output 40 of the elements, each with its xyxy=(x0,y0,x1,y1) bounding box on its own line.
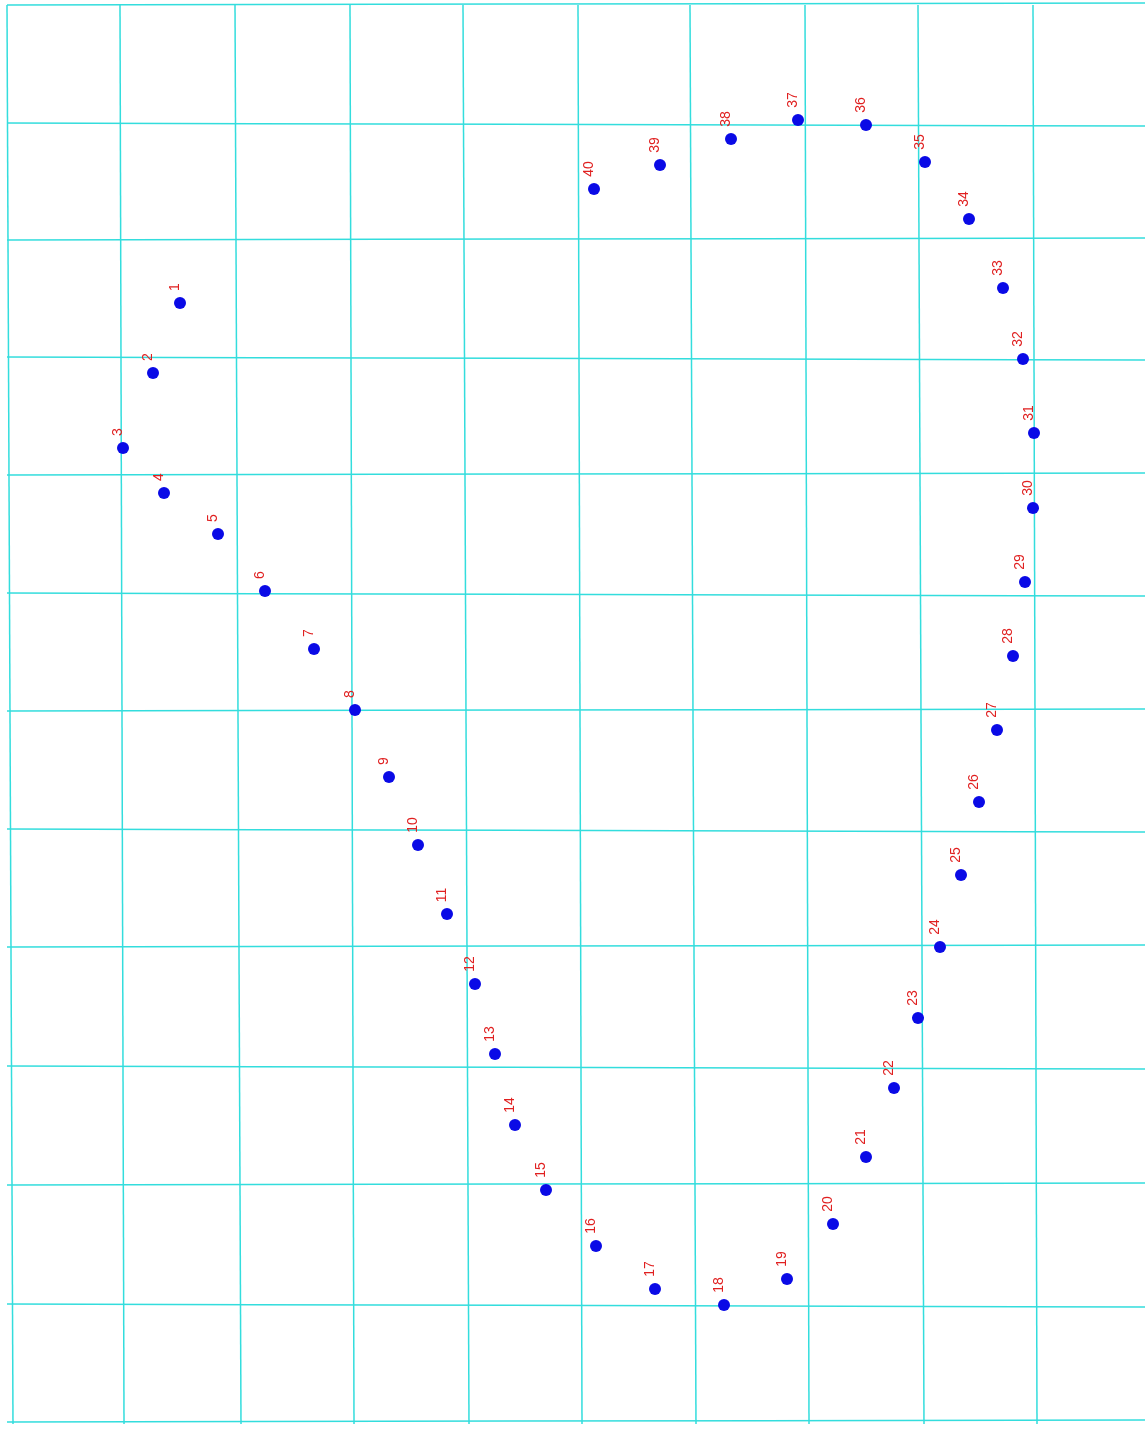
point-number: 13 xyxy=(481,1026,496,1042)
point-number: 18 xyxy=(710,1277,725,1293)
point-number: 12 xyxy=(461,956,476,972)
point-number: 23 xyxy=(904,990,919,1006)
point-number: 15 xyxy=(532,1162,547,1178)
point-number: 17 xyxy=(641,1261,656,1277)
point-number: 37 xyxy=(784,92,799,108)
point-number: 31 xyxy=(1020,405,1035,421)
point-number: 9 xyxy=(375,757,390,765)
point-number: 34 xyxy=(955,191,970,207)
point-number: 6 xyxy=(251,571,266,579)
point-number: 35 xyxy=(911,134,926,150)
point-number: 30 xyxy=(1019,480,1034,496)
point-number: 22 xyxy=(880,1060,895,1076)
point-number: 29 xyxy=(1011,554,1026,570)
point-number: 8 xyxy=(341,690,356,698)
point-number: 40 xyxy=(580,161,595,177)
point-number: 3 xyxy=(109,428,124,436)
point-number: 24 xyxy=(926,919,941,935)
point-number: 7 xyxy=(300,629,315,637)
point-number: 27 xyxy=(983,702,998,718)
point-number: 10 xyxy=(404,817,419,833)
point-number: 4 xyxy=(150,473,165,481)
point-number: 2 xyxy=(139,353,154,361)
point-number: 21 xyxy=(852,1129,867,1145)
point-number: 14 xyxy=(501,1097,516,1113)
point-number: 11 xyxy=(433,887,448,902)
point-number: 19 xyxy=(773,1251,788,1267)
point-number: 32 xyxy=(1009,331,1024,347)
point-number: 25 xyxy=(947,847,962,863)
point-number: 5 xyxy=(204,514,219,522)
point-number: 26 xyxy=(965,774,980,790)
point-number: 28 xyxy=(999,628,1014,644)
point-number: 20 xyxy=(819,1196,834,1212)
point-number: 36 xyxy=(852,97,867,113)
point-number: 38 xyxy=(717,111,732,127)
point-number: 1 xyxy=(166,283,181,291)
point-number: 16 xyxy=(582,1218,597,1234)
point-number: 33 xyxy=(989,260,1004,276)
point-number: 39 xyxy=(646,137,661,153)
